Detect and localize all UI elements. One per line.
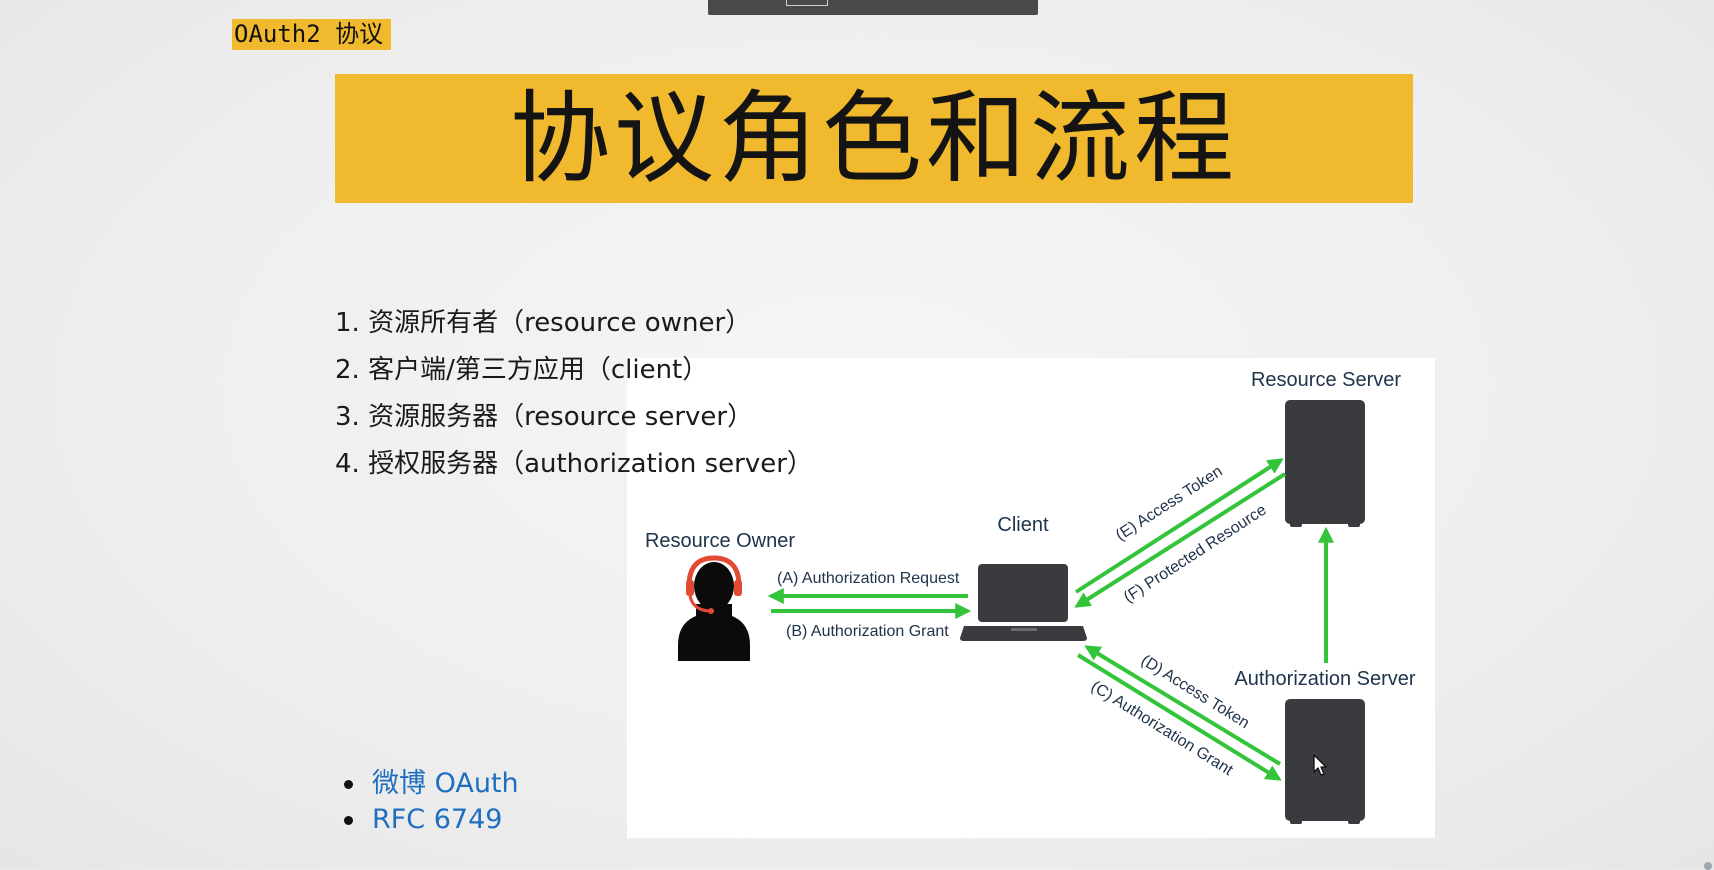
arrow-c-authorization-grant — [1076, 653, 1282, 781]
weibo-oauth-link[interactable]: 微博 OAuth — [372, 768, 519, 799]
arrow-d-access-token — [1084, 645, 1282, 766]
role-item-client: 2. 客户端/第三方应用（client） — [335, 355, 709, 385]
oauth-flow-svg: Resource Server Client Resource Owner Au… — [645, 369, 1416, 824]
role-item-resource-owner: 1. 资源所有者（resource owner） — [335, 308, 752, 338]
role-item-resource-server: 3. 资源服务器（resource server） — [335, 402, 754, 432]
reference-links: 微博 OAuth RFC 6749 — [340, 766, 519, 838]
arrow-f-protected-resource — [1074, 472, 1287, 608]
corner-indicator — [1704, 862, 1712, 870]
edge-label-a: (A) Authorization Request — [777, 570, 960, 587]
resource-server-icon — [1285, 400, 1365, 527]
oauth-flow-diagram: Resource Server Client Resource Owner Au… — [627, 358, 1435, 838]
top-bar-notch — [786, 0, 828, 6]
slide-title: 协议角色和流程 — [510, 79, 1238, 197]
arrow-e-access-token — [1074, 458, 1284, 594]
role-list: 1. 资源所有者（resource owner） 2. 客户端/第三方应用（cl… — [335, 300, 813, 488]
node-label-resource-server: Resource Server — [1251, 369, 1401, 391]
link-item-rfc: RFC 6749 — [340, 802, 519, 838]
mouse-cursor-icon — [1313, 754, 1327, 776]
laptop-icon — [960, 564, 1087, 641]
node-label-client: Client — [997, 514, 1049, 536]
role-item-authorization-server: 4. 授权服务器（authorization server） — [335, 449, 813, 479]
node-label-resource-owner: Resource Owner — [645, 530, 795, 552]
node-label-authorization-server: Authorization Server — [1234, 668, 1416, 690]
edge-label-b: (B) Authorization Grant — [786, 623, 949, 640]
title-banner: 协议角色和流程 — [335, 74, 1413, 203]
rfc-6749-link[interactable]: RFC 6749 — [372, 804, 503, 835]
bullet-icon — [344, 780, 353, 789]
authorization-server-icon — [1285, 699, 1365, 824]
slide-tag: OAuth2 协议 — [232, 19, 392, 50]
link-item-weibo: 微博 OAuth — [340, 766, 519, 802]
window-top-bar — [708, 0, 1038, 15]
resource-owner-icon — [678, 555, 750, 661]
bullet-icon — [344, 816, 353, 825]
